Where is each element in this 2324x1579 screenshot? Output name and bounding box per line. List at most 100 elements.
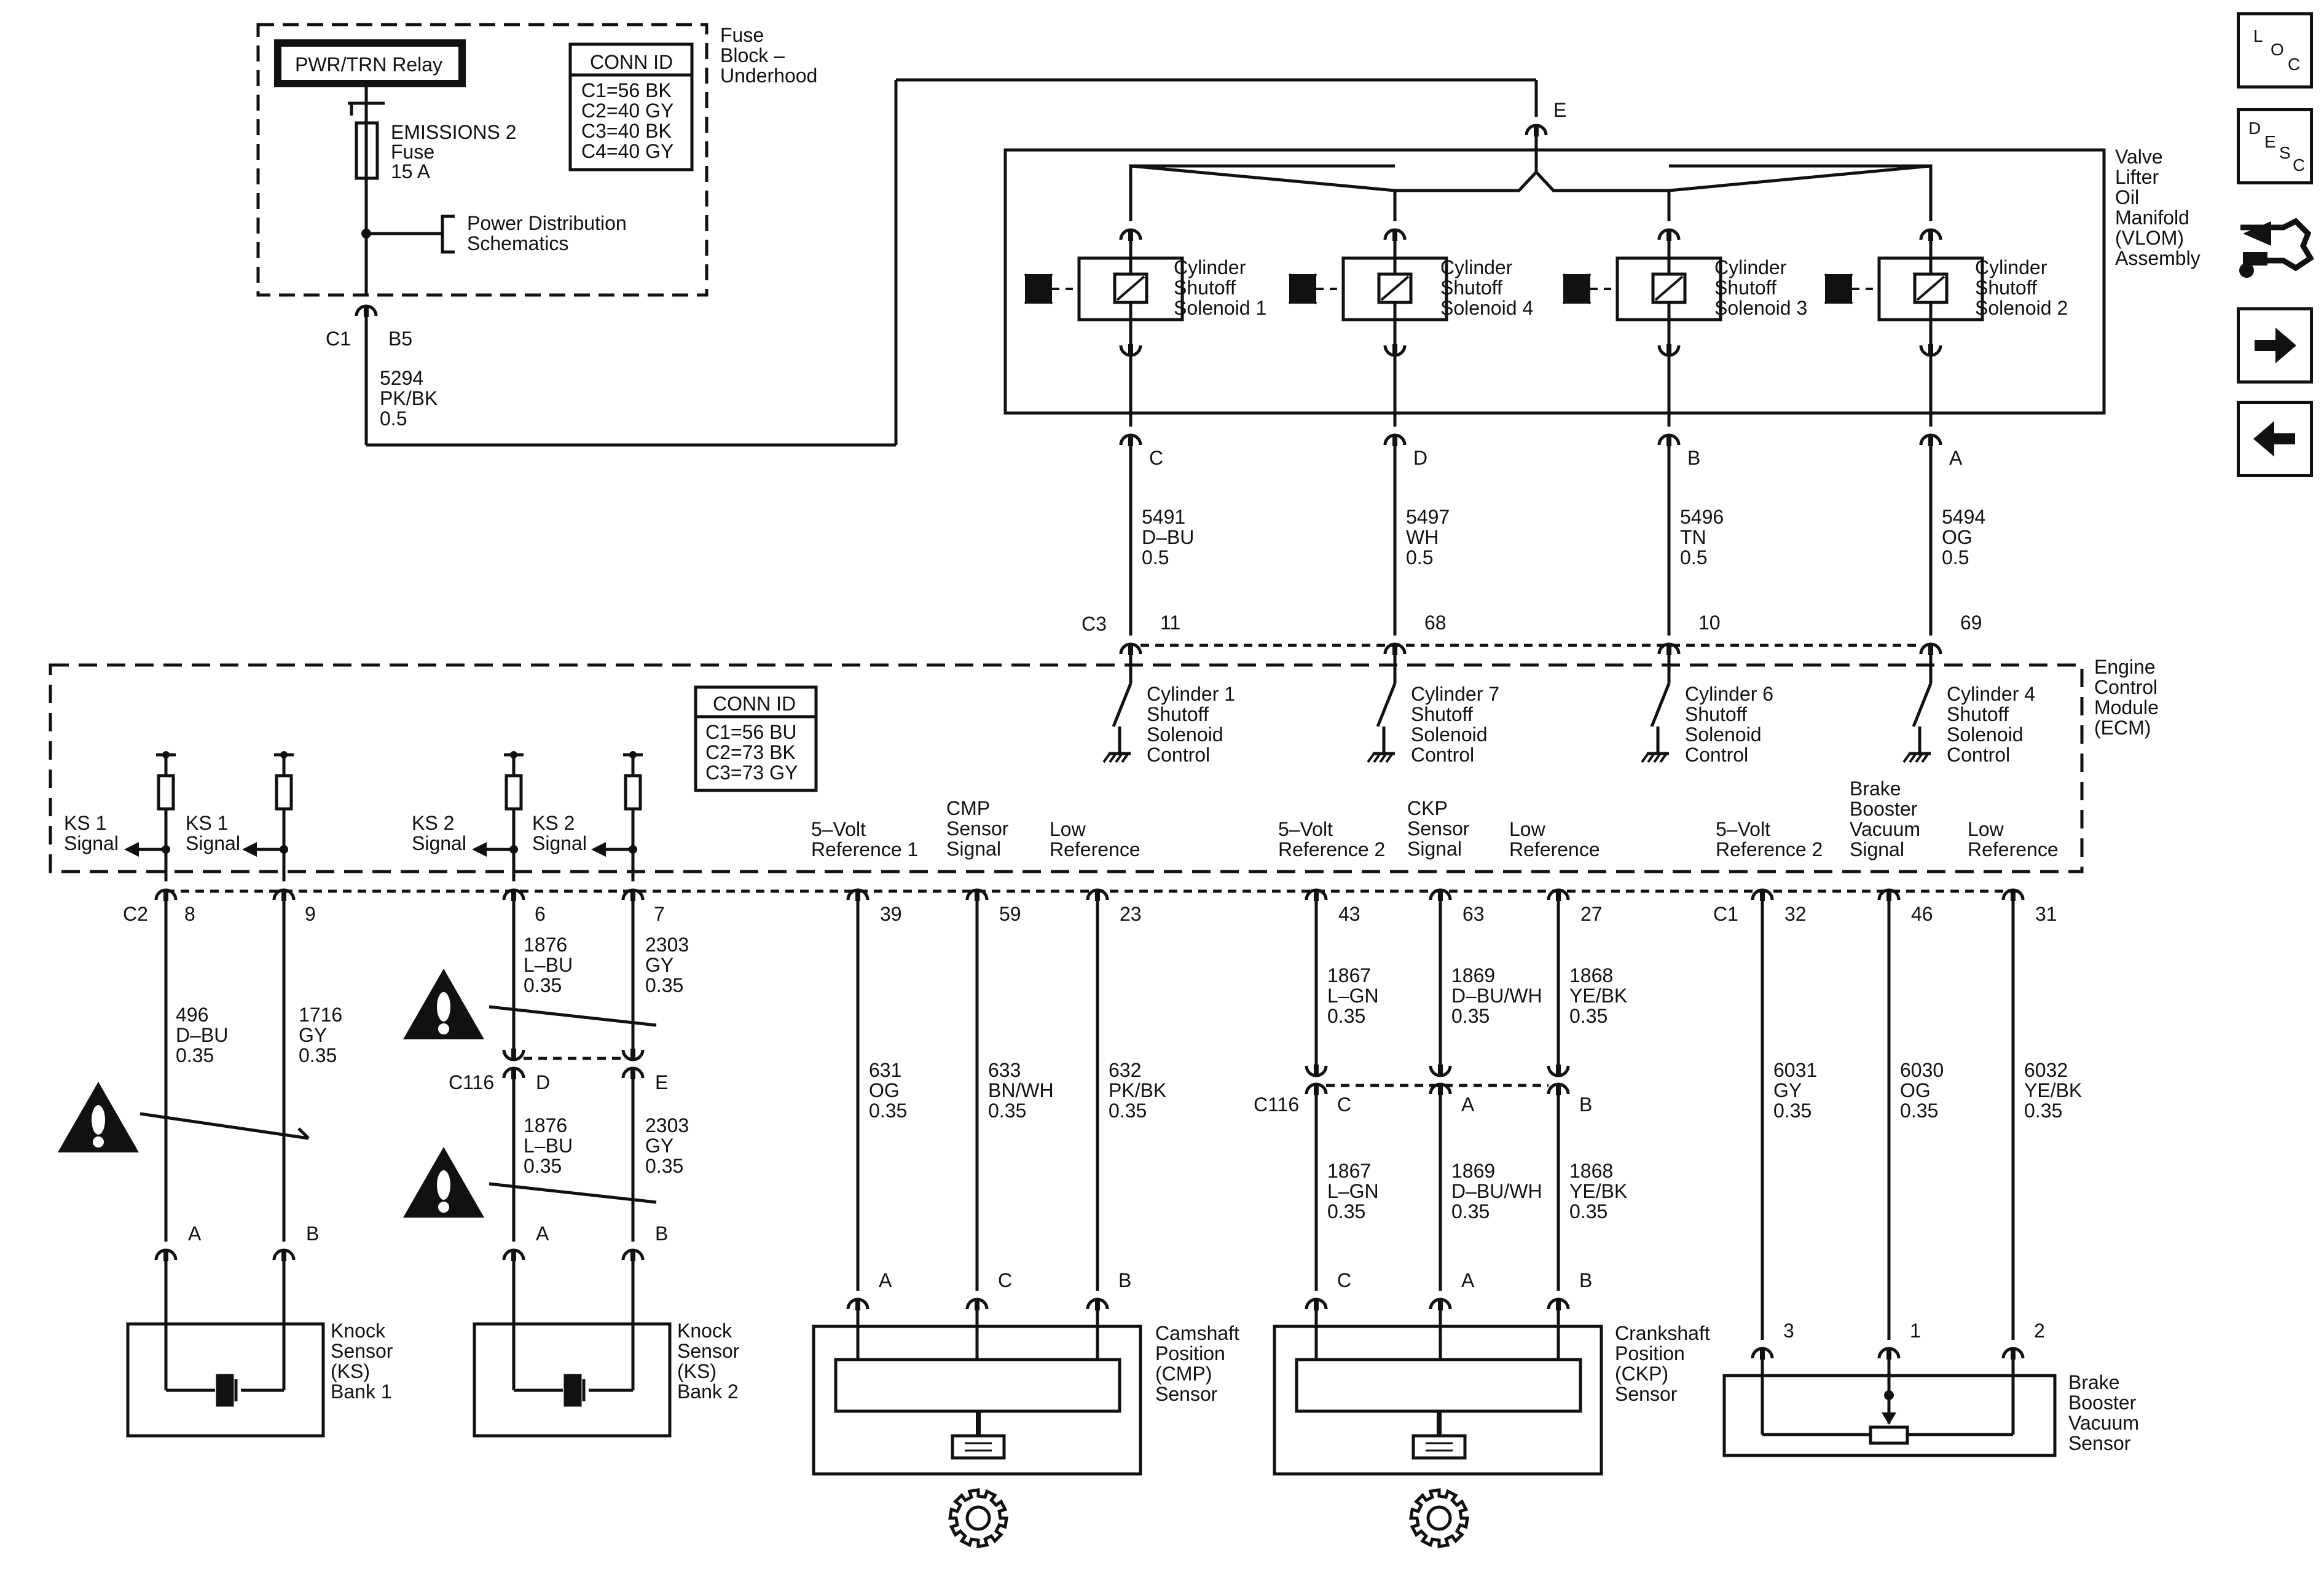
ks2-twist-bottom	[489, 1182, 657, 1204]
fuse-block-name: Block –	[720, 44, 785, 66]
bbv-ecm-label: Reference 2	[1716, 838, 1823, 860]
ecm-driver-label: Solenoid	[1947, 723, 2024, 746]
valve-bottom	[1825, 289, 1852, 304]
cmp-sensor-label: Camshaft	[1155, 1322, 1239, 1344]
ks1-wire-label: GY	[299, 1024, 327, 1046]
connector-pin	[1128, 434, 1133, 446]
ks1-wire-label: D–BU	[176, 1024, 228, 1046]
ks1-twist	[139, 1112, 309, 1140]
bbv-ecm-label: 5–Volt	[1716, 818, 1770, 840]
ecm-name: Engine	[2094, 656, 2156, 678]
fuse-conn-id-box	[568, 42, 694, 171]
ecm-driver-label: Control	[1685, 744, 1748, 766]
ecm-conn-id-entry: C3=73 GY	[705, 762, 798, 784]
ks2-inline-pin: E	[655, 1071, 668, 1093]
connector-pin	[1666, 434, 1671, 446]
connector-pin	[630, 1067, 635, 1079]
bbv-ecm-pin: 31	[2035, 903, 2057, 925]
ks1-ecm-pin: 8	[184, 903, 195, 925]
ckp-sensor-element	[1295, 1358, 1582, 1413]
connector-pin	[855, 889, 860, 901]
ckp-wire-label: 0.35	[1451, 1005, 1490, 1027]
solenoid-wire-label: TN	[1680, 526, 1706, 548]
ecm-conn-id-title: CONN ID	[713, 693, 796, 715]
connector-pin	[511, 1049, 516, 1061]
solenoid-coil-slash	[1916, 275, 1945, 301]
resistor	[157, 774, 175, 811]
bbv-wire-label: 6030	[1900, 1059, 1944, 1081]
feed-wire-label: PK/BK	[380, 387, 438, 409]
cmp-pickup-icon	[951, 1434, 1006, 1460]
ground-hatch	[1115, 752, 1123, 763]
ckp-wire-label: L–GN	[1327, 985, 1379, 1007]
cmp-sensor-label: Position	[1155, 1342, 1225, 1364]
vlom-branch-2	[1668, 164, 1933, 221]
previous-page-button[interactable]	[2237, 401, 2313, 477]
solenoid-wire-label: 0.5	[1142, 546, 1169, 569]
ckp-wire-label: 0.35	[1569, 1200, 1608, 1223]
bbv-ecm-label: Signal	[1850, 838, 1904, 860]
ground-hatch	[1641, 752, 1649, 763]
ckp-ecm-label: CKP	[1407, 797, 1448, 819]
solenoid-label: Solenoid 2	[1975, 297, 2068, 319]
vlom-name: Assembly	[2115, 247, 2200, 269]
bbv-sensor-pin: 2	[2034, 1320, 2045, 1342]
connector-pin	[1534, 124, 1539, 136]
ground-hatch	[1659, 752, 1668, 763]
ks2-wire-label: GY	[645, 954, 673, 976]
bbv-ecm-label: Vacuum	[1850, 818, 1920, 840]
ecm-driver-label: Cylinder 7	[1411, 683, 1499, 705]
desc-letter-s: S	[2279, 143, 2291, 162]
cmp-sensor-box	[812, 1325, 1142, 1476]
fuse-name: EMISSIONS 2	[391, 121, 517, 143]
cmp-wire-label: PK/BK	[1109, 1079, 1166, 1101]
feed-wire-label: 5294	[380, 367, 423, 389]
ks2-wire-label: 0.35	[645, 974, 683, 996]
ecm-c2-conn: C2	[123, 903, 148, 925]
bbv-sensor-label: Booster	[2068, 1392, 2137, 1414]
bbv-ecm-label: Low	[1968, 818, 2004, 840]
location-button[interactable]: L O C	[2237, 12, 2313, 89]
ks-signal-label: Signal	[532, 832, 587, 854]
connector-pin	[1666, 344, 1671, 356]
bbv-sensor-pin: 3	[1783, 1320, 1794, 1342]
component-view-icon[interactable]	[2234, 209, 2315, 283]
ckp-inline-conn: C116	[1254, 1093, 1299, 1116]
ecm-c3-pin: 68	[1424, 612, 1447, 634]
ckp-wire-label: D–BU/WH	[1451, 1180, 1542, 1202]
connector-pin	[1556, 1083, 1561, 1095]
connector-pin	[163, 1249, 168, 1261]
ecm-conn-id-entry: C1=56 BU	[705, 721, 797, 743]
connector-pin	[1095, 889, 1100, 901]
ks2-wire-label: 2303	[645, 1114, 689, 1136]
bbv-sensor-label: Sensor	[2068, 1432, 2131, 1454]
solenoid-wire-label: 5491	[1142, 506, 1185, 528]
ks1-sensor-label: Bank 1	[331, 1380, 392, 1403]
ckp-wire-label: 0.35	[1327, 1200, 1365, 1223]
cmp-ecm-pin: 39	[880, 903, 902, 925]
bbv-potentiometer	[1869, 1425, 1909, 1445]
cmp-ecm-pin: 59	[999, 903, 1021, 925]
ckp-sensor-label: Crankshaft	[1615, 1322, 1710, 1344]
ckp-ecm-label: Reference	[1509, 838, 1600, 860]
ks2-ecm-pin: 6	[535, 903, 546, 925]
vlom-branch-1	[1129, 164, 1396, 221]
connector-pin	[630, 1049, 635, 1061]
fuse-conn-id-entry: C1=56 BK	[581, 79, 672, 101]
ks2-wire-label: 0.35	[645, 1155, 683, 1177]
next-page-button[interactable]	[2237, 307, 2313, 384]
ground-hatch	[1902, 752, 1911, 763]
connector-pin	[1666, 643, 1671, 655]
solenoid-wire-label: 5496	[1680, 506, 1724, 528]
ckp-sensor-pin: C	[1337, 1269, 1351, 1291]
solenoid-wire-label: 0.5	[1406, 546, 1433, 569]
valve-top	[1289, 274, 1316, 289]
connector-pin	[364, 305, 369, 317]
connector-pin	[2011, 889, 2016, 901]
ckp-wire-label: 1869	[1451, 964, 1495, 986]
loc-letter-c: C	[2288, 55, 2301, 74]
ks1-sensor-label: Sensor	[331, 1340, 393, 1362]
cmp-ecm-label: CMP	[946, 797, 990, 819]
description-button[interactable]: D E S C	[2237, 108, 2313, 184]
valve-bottom	[1563, 289, 1590, 304]
